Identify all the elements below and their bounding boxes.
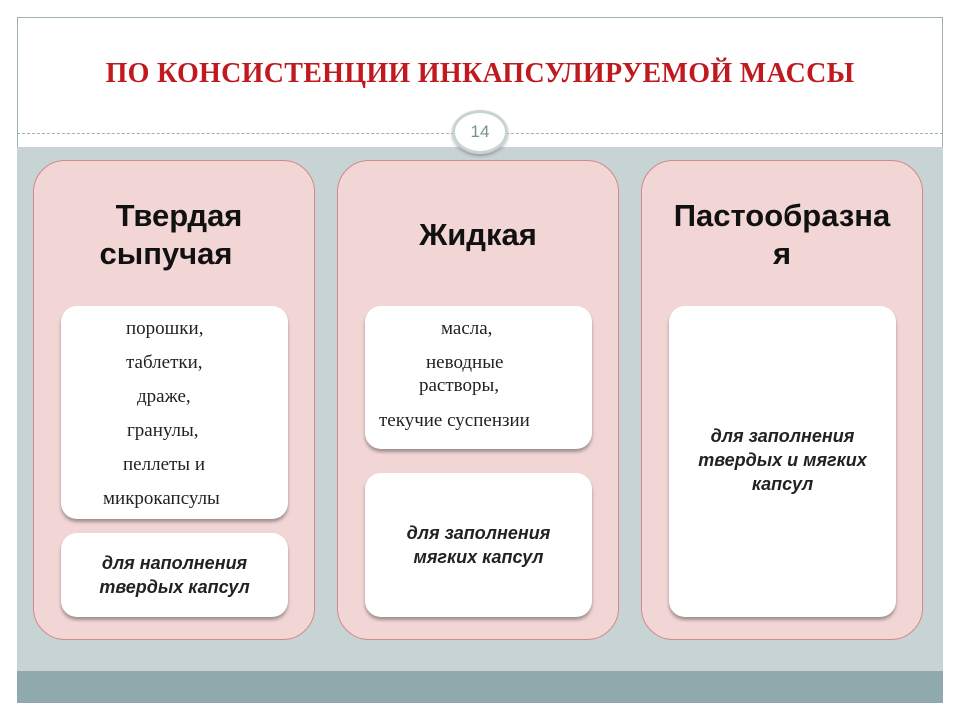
items-card: порошки, таблетки, драже, гранулы, пелле… xyxy=(61,306,288,519)
heading-line: я xyxy=(772,236,792,271)
list-item: микрокапсулы xyxy=(103,488,220,509)
list-item: неводные xyxy=(426,352,504,373)
heading-line: Твердая xyxy=(115,198,243,233)
note-card: для наполнения твердых капсул xyxy=(61,533,288,617)
list-item: текучие суспензии xyxy=(379,410,530,431)
note-line: для наполнения xyxy=(101,553,248,573)
column-heading: Жидкая xyxy=(338,216,618,254)
note-line: капсул xyxy=(751,474,814,494)
column-heading: Твердая сыпучая xyxy=(34,197,314,273)
note-text: для заполнения мягких капсул xyxy=(407,521,551,569)
page-number-badge: 14 xyxy=(452,110,508,154)
list-item: гранулы, xyxy=(127,420,199,441)
note-line: твердых капсул xyxy=(99,577,250,597)
footer-band xyxy=(17,671,943,703)
list-item: растворы, xyxy=(419,375,500,396)
note-line: твердых и мягких xyxy=(698,450,867,470)
note-line: для заполнения xyxy=(406,523,551,543)
heading-line: Пастообразна xyxy=(673,198,891,233)
heading-line: Жидкая xyxy=(419,217,537,252)
list-item: пеллеты и xyxy=(123,454,205,475)
column-solid: Твердая сыпучая порошки, таблетки, драже… xyxy=(33,160,315,640)
note-text: для заполнения твердых и мягких капсул xyxy=(669,424,896,496)
note-text: для наполнения твердых капсул xyxy=(99,551,249,599)
items-card: масла, неводные растворы, текучие суспен… xyxy=(365,306,592,449)
slide-title: ПО КОНСИСТЕНЦИИ ИНКАПСУЛИРУЕМОЙ МАССЫ xyxy=(105,58,855,89)
note-line: для заполнения xyxy=(710,426,855,446)
heading-line: сыпучая xyxy=(99,236,233,271)
column-paste: Пастообразна я для заполнения твердых и … xyxy=(641,160,923,640)
note-card: для заполнения твердых и мягких капсул xyxy=(669,306,896,617)
note-line: мягких капсул xyxy=(413,547,544,567)
list-item: драже, xyxy=(137,386,191,407)
list-item: порошки, xyxy=(126,318,204,339)
note-card: для заполнения мягких капсул xyxy=(365,473,592,617)
column-liquid: Жидкая масла, неводные растворы, текучие… xyxy=(337,160,619,640)
list-item: масла, xyxy=(441,318,493,339)
list-item: таблетки, xyxy=(126,352,203,373)
column-heading: Пастообразна я xyxy=(642,197,922,273)
